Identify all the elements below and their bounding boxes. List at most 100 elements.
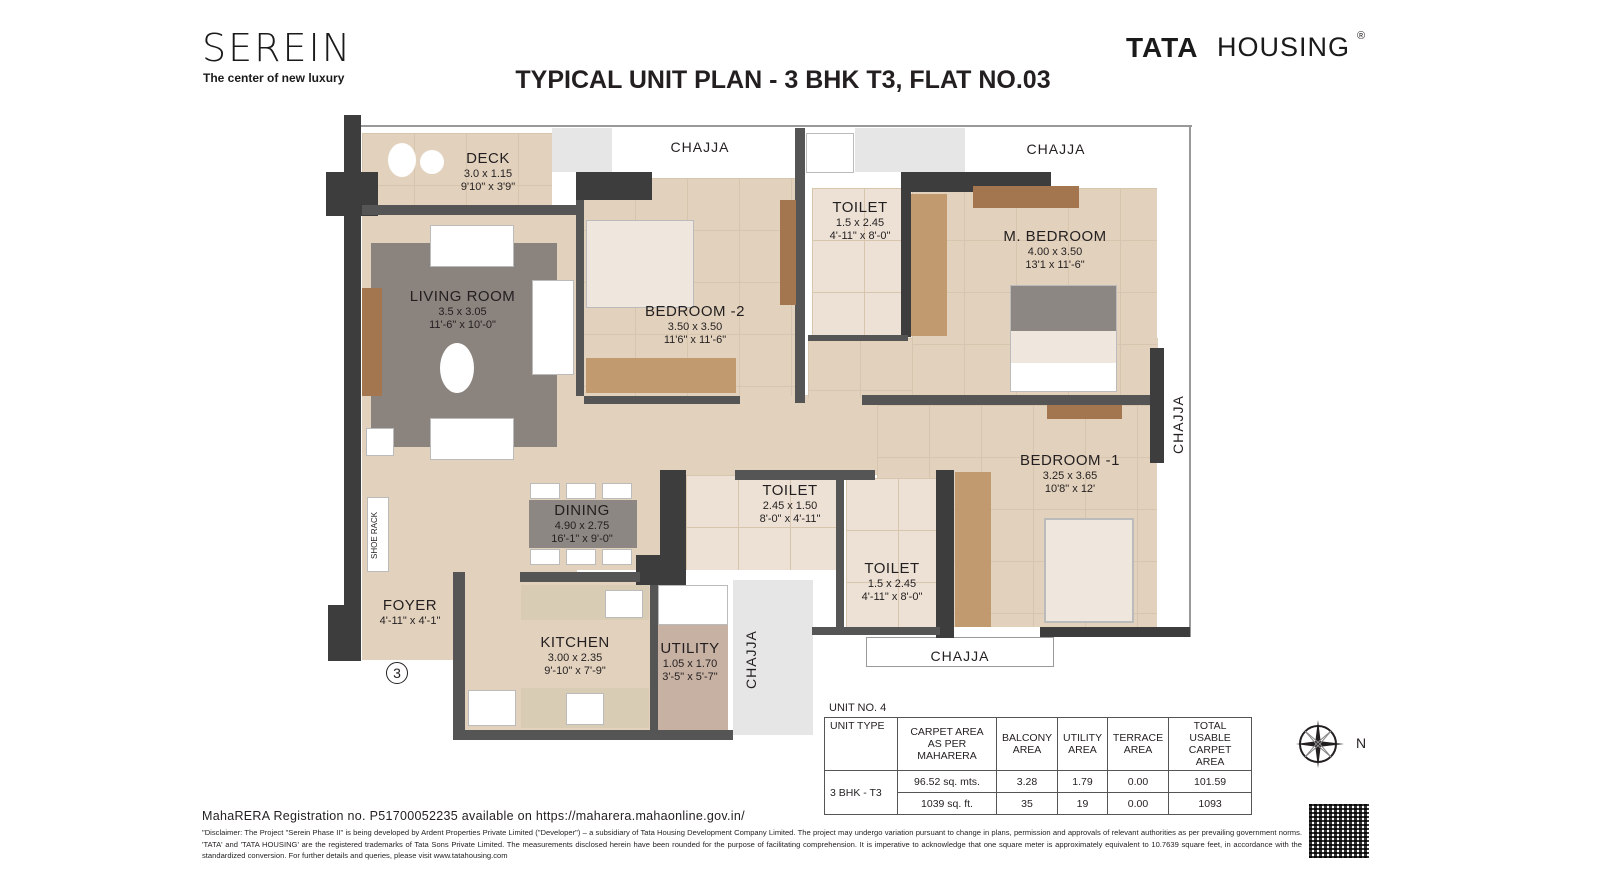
tv-unit xyxy=(780,200,796,305)
room-dim-m: 4.90 x 2.75 xyxy=(554,520,610,532)
room-dim-ft: 9'-10" x 7'-9" xyxy=(544,665,606,678)
bed xyxy=(1044,518,1134,623)
wall xyxy=(453,730,733,740)
wall xyxy=(901,192,911,337)
room-dim-ft: 9'10" x 3'9" xyxy=(460,181,516,194)
room-label-living: LIVING ROOM 3.5 x 3.05 11'-6" x 10'-0" xyxy=(390,288,535,332)
room-label-bedroom-1: BEDROOM -1 3.25 x 3.65 10'8" x 12' xyxy=(1010,452,1130,496)
toilet-top-floor xyxy=(812,188,912,338)
deck-chair xyxy=(388,143,416,177)
wall xyxy=(808,335,908,341)
wall xyxy=(520,572,640,582)
room-label-deck: DECK 3.0 x 1.15 9'10" x 3'9" xyxy=(440,150,536,194)
wall xyxy=(1040,627,1190,637)
table-cell: 0.00 xyxy=(1106,792,1170,816)
chajja-side xyxy=(733,580,813,735)
dining-set xyxy=(530,483,636,568)
kitchen-sink xyxy=(605,590,643,618)
outline-line xyxy=(360,125,1192,127)
utility-floor xyxy=(658,625,728,730)
chajja-label: CHAJJA xyxy=(670,139,730,155)
wall xyxy=(362,205,582,215)
chajja-label: CHAJJA xyxy=(1170,395,1186,455)
room-dim-ft: 13'1 x 11'-6" xyxy=(1025,259,1085,272)
room-name: DINING xyxy=(554,502,610,519)
room-dim-m: 3.5 x 3.05 xyxy=(438,306,487,318)
chajja-label: CHAJJA xyxy=(743,630,759,690)
outline-line xyxy=(1189,125,1191,637)
room-label-toilet-top: TOILET 1.5 x 2.45 4'-11" x 8'-0" xyxy=(815,199,905,243)
table-cell: 96.52 sq. mts. xyxy=(897,770,997,794)
room-name: KITCHEN xyxy=(540,634,610,651)
table-cell: 3 BHK - T3 xyxy=(824,770,898,816)
room-label-toilet-mid: TOILET 2.45 x 1.50 8'-0" x 4'-11" xyxy=(745,482,835,526)
room-dim-m: 3.00 x 2.35 xyxy=(547,652,603,664)
room-name: DECK xyxy=(466,150,510,167)
room-dim-ft: 11'-6" x 10'-0" xyxy=(429,319,496,332)
page-title: TYPICAL UNIT PLAN - 3 BHK T3, FLAT NO.03 xyxy=(515,66,1051,94)
room-dim-ft: 8'-0" x 4'-11" xyxy=(759,513,821,526)
room-dim-ft: 10'8" x 12' xyxy=(1044,483,1096,496)
table-header: UNIT TYPE xyxy=(824,716,898,772)
table-header: TERRACE AREA xyxy=(1106,716,1170,772)
wall xyxy=(636,555,686,585)
table-cell: 0.00 xyxy=(1106,770,1170,794)
wall xyxy=(576,200,584,396)
room-dim-m: 1.5 x 2.45 xyxy=(867,578,917,590)
wall xyxy=(936,470,954,638)
room-name: TOILET xyxy=(832,199,888,216)
wall xyxy=(735,470,875,480)
wall xyxy=(795,128,805,403)
area-table: UNIT TYPE CARPET AREA AS PER MAHARERA BA… xyxy=(824,716,1253,816)
room-name: TOILET xyxy=(762,482,818,499)
room-name: TOILET xyxy=(864,560,920,577)
shoe-rack-label: SHOE RACK xyxy=(370,511,379,559)
room-name: FOYER xyxy=(382,597,438,614)
compass-north-label: N xyxy=(1356,735,1367,751)
dining-table xyxy=(529,500,637,548)
rera-registration: MahaRERA Registration no. P51700052235 a… xyxy=(202,809,745,823)
wall xyxy=(650,585,658,733)
room-dim-m: 3.0 x 1.15 xyxy=(463,168,513,180)
side-table xyxy=(366,428,394,456)
sofa xyxy=(430,418,514,460)
table-cell: 101.59 xyxy=(1168,770,1253,794)
table-header: UTILITY AREA xyxy=(1057,716,1108,772)
room-dim-m: 4.00 x 3.50 xyxy=(1027,246,1083,258)
table-cell: 1.79 xyxy=(1057,770,1108,794)
project-logo: SEREIN xyxy=(202,26,353,70)
table-cell: 1093 xyxy=(1168,792,1253,816)
wall xyxy=(812,627,940,635)
room-dim-ft: 4'-11" x 4'-1" xyxy=(379,615,441,627)
room-label-kitchen: KITCHEN 3.00 x 2.35 9'-10" x 7'-9" xyxy=(530,634,620,678)
room-dim-ft: 16'-1" x 9'-0" xyxy=(551,533,613,546)
bed xyxy=(586,220,694,308)
room-dim-ft: 4'-11" x 8'-0" xyxy=(829,230,891,243)
room-name: UTILITY xyxy=(660,640,720,657)
coffee-table xyxy=(440,343,474,393)
shoe-rack xyxy=(367,497,389,572)
floor-plan: 3 DECK 3.0 x 1.15 9'10" x 3'9" LIVING RO… xyxy=(326,115,1192,740)
wall xyxy=(328,605,361,661)
toilet-low-floor xyxy=(846,478,936,628)
tv-unit xyxy=(1047,405,1122,419)
unit-number-label: UNIT NO. 4 xyxy=(829,702,887,714)
room-dim-m: 3.25 x 3.65 xyxy=(1042,470,1098,482)
room-label-master-bedroom: M. BEDROOM 4.00 x 3.50 13'1 x 11'-6" xyxy=(990,228,1120,272)
table-header: CARPET AREA AS PER MAHARERA xyxy=(897,716,997,772)
wall xyxy=(453,572,465,740)
table-row: 3 BHK - T3 96.52 sq. mts. 3.28 1.79 0.00… xyxy=(824,770,1253,816)
room-name: LIVING ROOM xyxy=(409,288,516,305)
qr-code-icon[interactable] xyxy=(1309,804,1369,858)
duct xyxy=(855,128,965,172)
table-header: BALCONY AREA xyxy=(996,716,1058,772)
passage-floor xyxy=(577,395,877,475)
room-label-foyer: FOYER 4'-11" x 4'-1" xyxy=(370,597,450,628)
flat-number-marker: 3 xyxy=(386,662,408,684)
wall xyxy=(576,172,652,200)
fridge xyxy=(468,690,516,726)
room-dim-m: 1.05 x 1.70 xyxy=(662,658,718,670)
wall xyxy=(1150,348,1164,463)
room-dim-m: 1.5 x 2.45 xyxy=(835,217,885,229)
room-dim-m: 3.50 x 3.50 xyxy=(667,321,723,333)
